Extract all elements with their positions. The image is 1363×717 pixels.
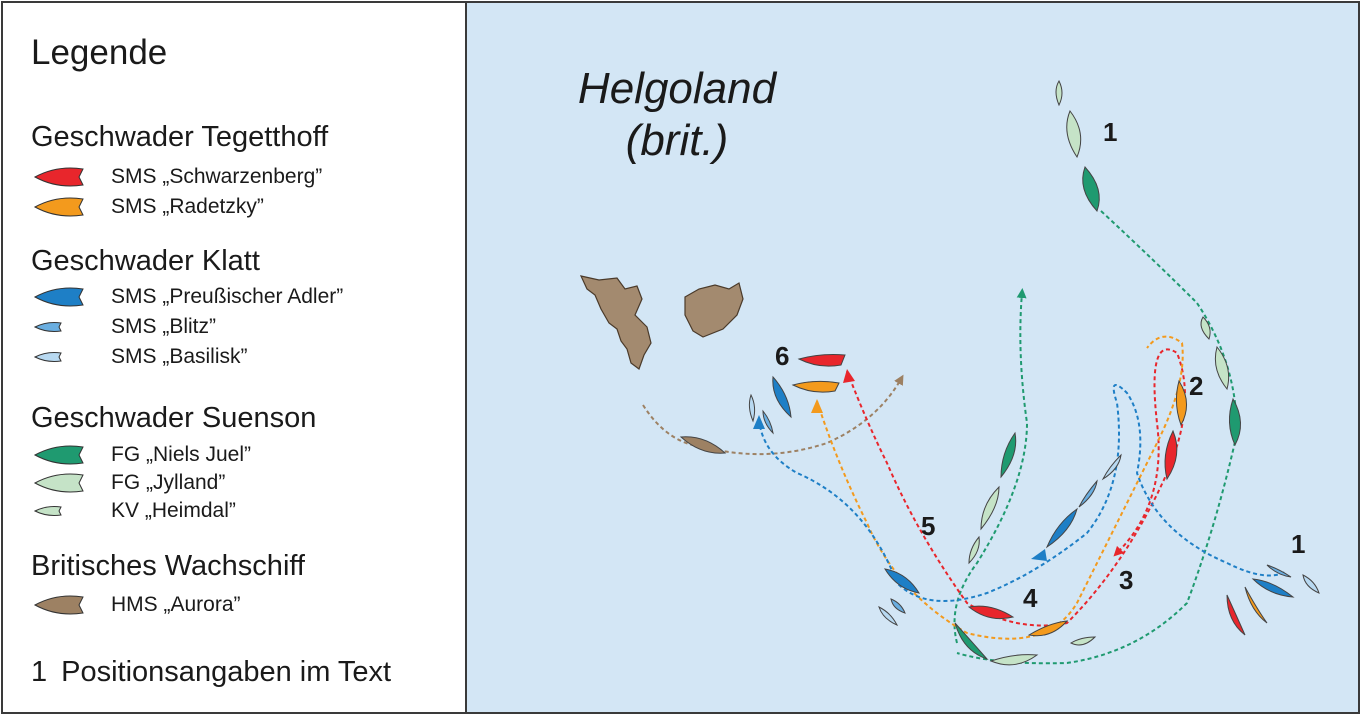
basilisk-ship-1 xyxy=(1302,574,1320,594)
schwarzenberg-ship-1 xyxy=(1226,594,1246,636)
austrian-squadron-pos3 xyxy=(1045,453,1122,549)
radetzky-ship-2 xyxy=(1175,379,1187,427)
legend-entry-blitz: SMS „Blitz” xyxy=(31,313,451,341)
legend-panel: Legende Geschwader Tegetthoff SMS „Schwa… xyxy=(3,3,467,712)
legend-entry-preussischer-adler: SMS „Preußischer Adler” xyxy=(31,283,451,311)
note-text: Positionsangaben im Text xyxy=(61,656,392,688)
danish-column-pos2 xyxy=(1200,316,1241,447)
ship-icon-orange xyxy=(33,197,84,217)
danish-column-pos5 xyxy=(968,431,1017,565)
radetzky-ship-1 xyxy=(1244,586,1268,624)
position-label-2: 2 xyxy=(1189,371,1203,401)
heimdal-ship-2 xyxy=(1200,316,1211,340)
position-label-3: 3 xyxy=(1119,565,1133,595)
position-label-1-east: 1 xyxy=(1291,529,1305,559)
track-preussischer-adler xyxy=(758,384,1288,602)
legend-entry-jylland: FG „Jylland” xyxy=(31,469,451,497)
ship-icon-blue-small xyxy=(33,322,62,332)
legend-label: KV „Heimdal” xyxy=(111,499,236,522)
group-title-tegetthoff: Geschwader Tegetthoff xyxy=(31,121,329,153)
jylland-ship xyxy=(1066,110,1082,159)
legend-label: SMS „Basilisk” xyxy=(111,345,248,368)
radetzky-ship-4 xyxy=(1027,620,1069,637)
preussischer-adler-ship-6 xyxy=(772,375,792,419)
track-suenson-north xyxy=(953,288,1029,644)
group-title-wachschiff: Britisches Wachschiff xyxy=(31,550,305,582)
island-duene-land xyxy=(684,282,744,338)
island-label-line2: (brit.) xyxy=(625,116,729,165)
ship-icon-blue xyxy=(33,287,84,307)
niels-juel-ship-4 xyxy=(954,622,989,661)
danish-column-north xyxy=(1055,79,1100,212)
basilisk-ship-3 xyxy=(1101,453,1122,481)
position-label-1-north: 1 xyxy=(1103,117,1117,147)
legend-label: FG „Niels Juel” xyxy=(111,443,252,466)
legend-title: Legende xyxy=(31,33,168,72)
map-drawing: 1 1 2 3 4 5 6 xyxy=(579,79,1320,666)
ship-icon-red xyxy=(33,167,84,187)
basilisk-ship-6 xyxy=(748,393,756,423)
legend-entry-schwarzenberg: SMS „Schwarzenberg” xyxy=(31,163,451,191)
island-label-line1: Helgoland xyxy=(577,64,777,113)
austrian-squadron-pos6 xyxy=(748,354,846,435)
ship-icon-lightblue-small xyxy=(33,352,62,362)
note-number: 1 xyxy=(31,656,48,688)
jylland-ship-4 xyxy=(989,654,1039,666)
blitz-ship-1 xyxy=(1266,564,1292,578)
blitz-ship-3 xyxy=(1078,479,1098,508)
legend-label: HMS „Aurora” xyxy=(111,593,241,616)
ship-icon-lightgreen xyxy=(33,473,84,493)
group-title-klatt: Geschwader Klatt xyxy=(31,245,260,277)
heimdal-ship xyxy=(1055,79,1063,107)
position-label-4: 4 xyxy=(1023,583,1038,613)
legend-entry-aurora: HMS „Aurora” xyxy=(31,591,451,619)
legend-label: SMS „Blitz” xyxy=(111,315,216,338)
preussischer-adler-ship-1 xyxy=(1251,578,1295,598)
basilisk-ship-4 xyxy=(878,606,899,626)
position-label-6: 6 xyxy=(775,341,789,371)
preussischer-adler-ship-4 xyxy=(884,568,920,594)
austrian-squadron-pos1 xyxy=(1226,564,1320,636)
legend-label: SMS „Radetzky” xyxy=(111,195,264,218)
jylland-ship-5 xyxy=(980,485,1000,531)
legend-entry-heimdal: KV „Heimdal” xyxy=(31,497,451,525)
schwarzenberg-ship-4 xyxy=(967,605,1015,620)
legend-label: SMS „Schwarzenberg” xyxy=(111,165,323,188)
track-aurora xyxy=(642,374,904,456)
ship-icon-green xyxy=(33,445,84,465)
preussischer-adler-ship-3 xyxy=(1045,507,1078,549)
schwarzenberg-ship-2 xyxy=(1164,429,1178,481)
niels-juel-ship xyxy=(1082,166,1100,212)
legend-label: FG „Jylland” xyxy=(111,471,226,494)
ship-icon-brown xyxy=(33,595,84,615)
arrow-blue-mid xyxy=(1031,549,1047,561)
jylland-ship-2 xyxy=(1214,345,1230,391)
heimdal-ship-4 xyxy=(1069,636,1097,646)
heimdal-ship-5 xyxy=(968,535,980,565)
radetzky-ship-6 xyxy=(791,380,840,393)
legend-entry-basilisk: SMS „Basilisk” xyxy=(31,343,451,371)
blitz-ship-6 xyxy=(762,409,774,435)
arrow-red-north xyxy=(843,369,855,383)
legend-entry-niels-juel: FG „Niels Juel” xyxy=(31,441,451,469)
niels-juel-ship-5 xyxy=(1000,431,1017,479)
track-niels-juel xyxy=(956,210,1239,665)
ship-icon-lightgreen-small xyxy=(33,506,62,516)
legend-label: SMS „Preußischer Adler” xyxy=(111,285,344,308)
position-label-5: 5 xyxy=(921,511,935,541)
arrow-blue-west xyxy=(753,415,765,429)
legend-entry-radetzky: SMS „Radetzky” xyxy=(31,193,451,221)
legend-note: 1 Positionsangaben im Text xyxy=(31,655,391,689)
blitz-ship-4 xyxy=(890,598,906,614)
niels-juel-ship-2 xyxy=(1229,397,1241,447)
group-title-suenson: Geschwader Suenson xyxy=(31,402,317,434)
austrian-squadron-pos4 xyxy=(878,568,1097,646)
battle-map: Helgoland (brit.) xyxy=(467,3,1358,712)
arrow-orange-west xyxy=(811,399,823,413)
island-main-land xyxy=(579,275,652,370)
schwarzenberg-ship-6 xyxy=(797,354,846,367)
aurora-ship xyxy=(679,436,727,454)
